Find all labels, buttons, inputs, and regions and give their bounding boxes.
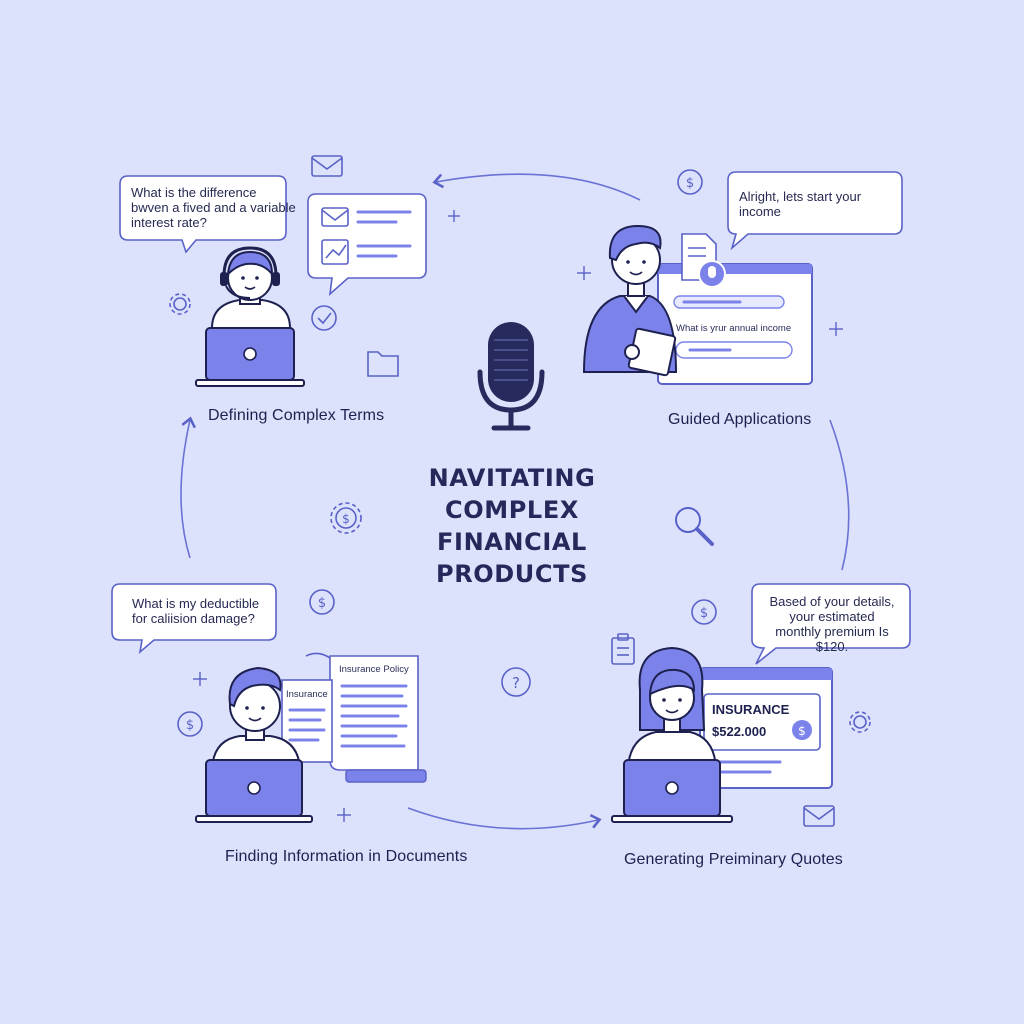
envelope-icon bbox=[321, 207, 349, 227]
label-guided: Guided Applications bbox=[668, 411, 812, 428]
folder-icon bbox=[367, 351, 399, 377]
arrow-right bbox=[829, 419, 850, 571]
diagram-title: NAVITATING COMPLEX FINANCIAL PRODUCTS bbox=[428, 464, 596, 588]
scene-quotes: $ $ bbox=[611, 583, 911, 827]
search-icon bbox=[675, 507, 714, 546]
scene-defining bbox=[119, 155, 427, 387]
bubble-text-defining: What is the difference bwven a fived and… bbox=[131, 185, 296, 230]
quote-card-amount: $522.000 bbox=[712, 724, 767, 739]
envelope-icon bbox=[311, 155, 343, 177]
svg-text:$: $ bbox=[686, 176, 694, 191]
envelope-icon bbox=[803, 805, 835, 827]
person-guided bbox=[582, 224, 678, 377]
speech-bubble-defining bbox=[119, 175, 287, 254]
sparkle-icon bbox=[577, 266, 843, 336]
speech-bubble-finding bbox=[111, 583, 277, 655]
microphone-badge-icon bbox=[698, 260, 726, 288]
dollar-icon bbox=[691, 599, 717, 625]
sparkle-icon bbox=[193, 210, 460, 822]
svg-text:$: $ bbox=[186, 718, 194, 733]
bubble-text-guided: Alright, lets start your income bbox=[739, 189, 862, 219]
gear-icon bbox=[169, 293, 191, 315]
person-quotes bbox=[626, 646, 718, 773]
form-field-label: What is yrur annual income bbox=[676, 323, 792, 334]
speech-bubble-quotes bbox=[751, 583, 911, 665]
svg-text:$: $ bbox=[700, 606, 708, 621]
bubble-text-finding: What is my deductible for caliision dama… bbox=[132, 596, 260, 626]
arrow-left bbox=[180, 416, 196, 559]
dollar-icon bbox=[677, 169, 703, 195]
bubble-text-quotes: Based of your details, your estimated mo… bbox=[769, 594, 895, 654]
svg-text:$: $ bbox=[342, 512, 350, 526]
arrow-bottom bbox=[407, 807, 602, 830]
label-finding: Finding Information in Documents bbox=[225, 848, 468, 865]
gear-icon bbox=[849, 711, 871, 733]
dollar-icon bbox=[177, 502, 362, 737]
quote-window bbox=[699, 667, 833, 789]
scene-finding: $ $ $ bbox=[111, 210, 460, 823]
speech-bubble-guided bbox=[727, 171, 903, 251]
clipboard-icon bbox=[611, 633, 635, 665]
arrow-top bbox=[432, 173, 641, 201]
chart-icon bbox=[321, 239, 349, 265]
scene-guided: $ bbox=[577, 169, 903, 385]
svg-text:$: $ bbox=[318, 596, 326, 611]
doc-back-title: Insurance Policy bbox=[339, 664, 409, 675]
laptop-defining bbox=[195, 327, 305, 387]
label-quotes: Generating Preiminary Quotes bbox=[624, 851, 843, 868]
label-defining: Defining Complex Terms bbox=[208, 407, 385, 424]
person-headset bbox=[211, 246, 291, 341]
email-panel-bubble bbox=[307, 193, 427, 297]
question-icon bbox=[501, 667, 531, 697]
laptop-quotes bbox=[611, 759, 733, 823]
check-icon bbox=[311, 305, 337, 331]
doc-front-title: Insurance bbox=[286, 689, 328, 700]
microphone-icon bbox=[477, 322, 545, 431]
laptop-finding bbox=[195, 759, 313, 823]
form-window bbox=[657, 263, 813, 385]
quote-card-title: INSURANCE bbox=[712, 702, 790, 717]
svg-text:?: ? bbox=[512, 674, 520, 692]
cycle-arrows bbox=[180, 173, 850, 830]
svg-text:$: $ bbox=[798, 724, 806, 738]
document-back bbox=[305, 652, 427, 783]
